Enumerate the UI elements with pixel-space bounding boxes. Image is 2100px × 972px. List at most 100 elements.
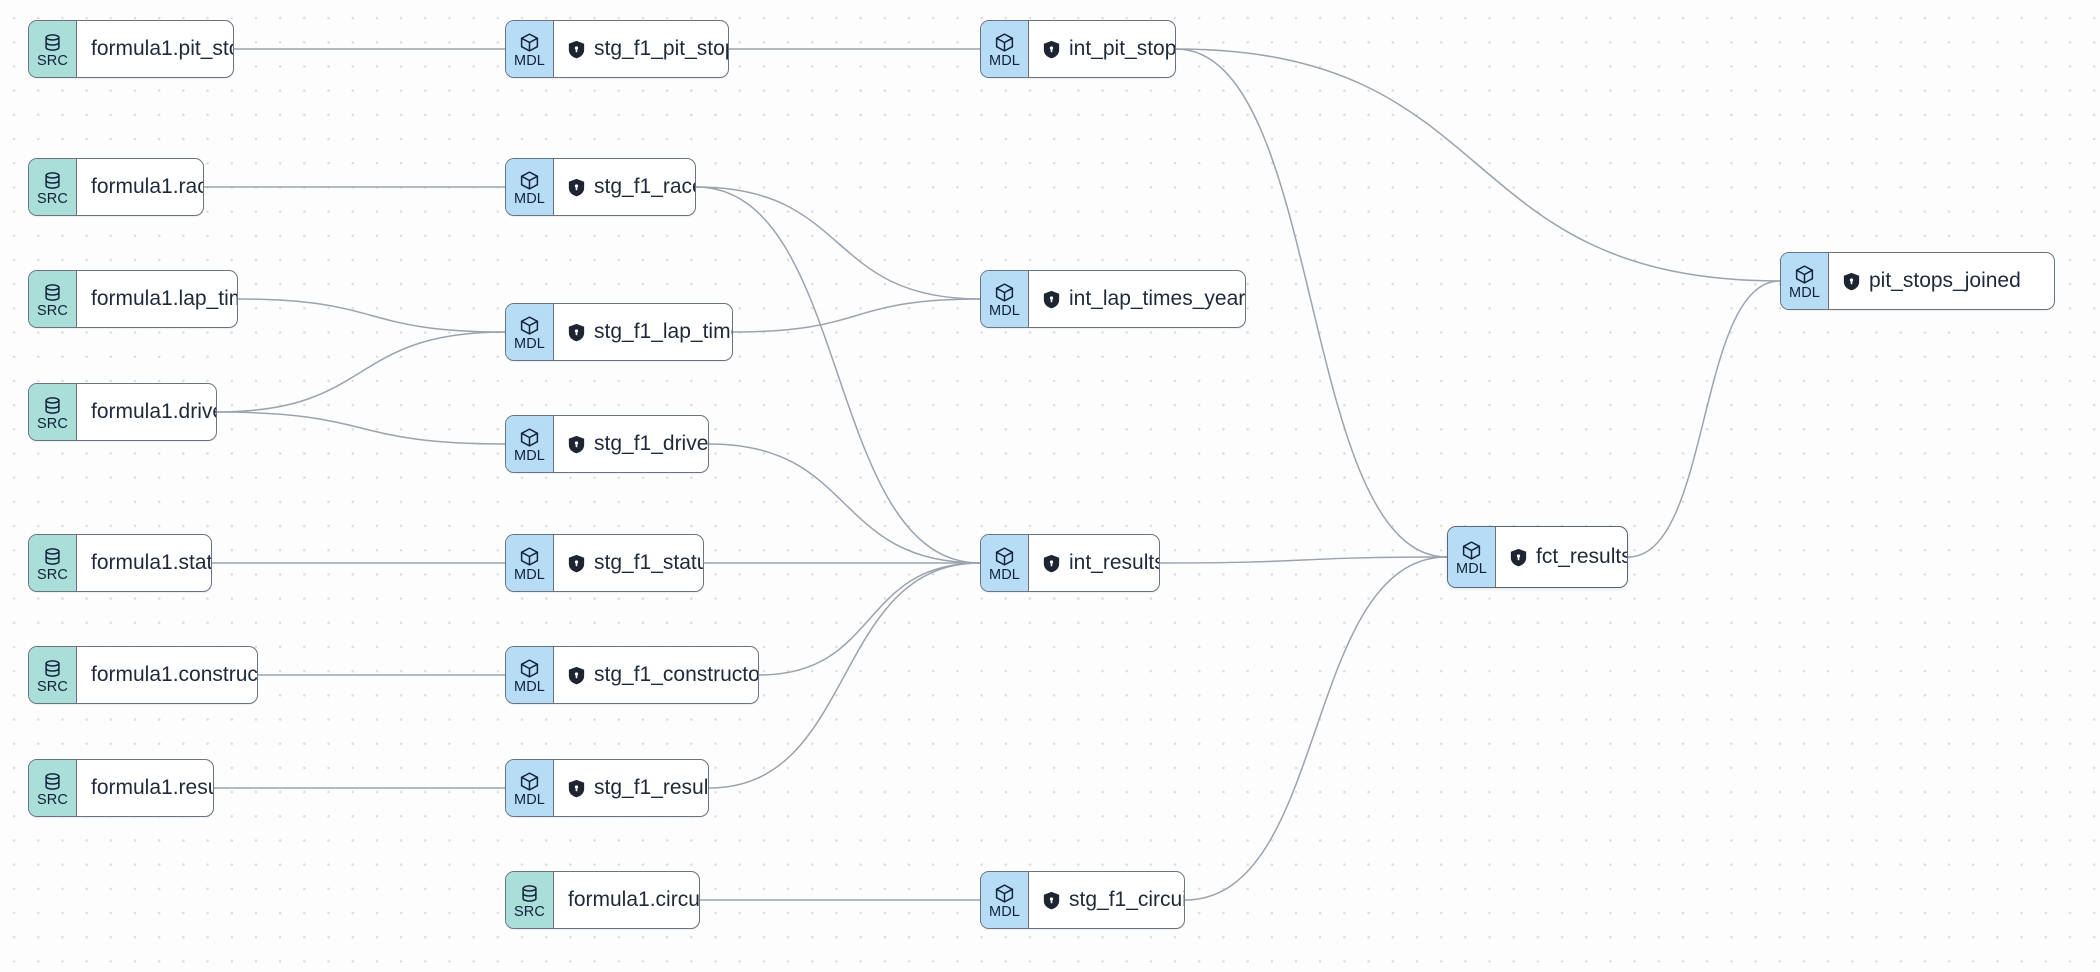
graph-node-stg_pit_stops[interactable]: MDL stg_f1_pit_stops: [505, 20, 729, 78]
graph-node-src_circuits[interactable]: SRC formula1.circuits: [505, 871, 700, 929]
graph-node-int_pit_stops[interactable]: MDL int_pit_stops: [980, 20, 1176, 78]
node-label: stg_f1_circuits: [1069, 888, 1184, 911]
node-kind-label: SRC: [37, 416, 68, 432]
node-kind-label: MDL: [514, 792, 545, 808]
node-kind-label: MDL: [514, 53, 545, 69]
src-badge: SRC: [29, 271, 77, 327]
shield-lock-icon: [568, 178, 585, 197]
node-kind-label: MDL: [989, 53, 1020, 69]
node-body: int_lap_times_years: [1029, 271, 1245, 327]
node-label: stg_f1_pit_stops: [594, 37, 728, 60]
cube-icon: [519, 427, 540, 448]
edge-src_lap_times-to-stg_lap_times: [237, 298, 506, 333]
node-kind-label: SRC: [514, 904, 545, 920]
node-body: pit_stops_joined: [1829, 253, 2054, 309]
node-label: stg_f1_results: [594, 776, 709, 799]
shield-lock-icon: [568, 666, 585, 685]
node-label: formula1.status: [91, 551, 212, 574]
src-badge: SRC: [29, 384, 77, 440]
shield-lock-icon: [568, 554, 585, 573]
src-badge: SRC: [506, 872, 554, 928]
database-icon: [42, 170, 63, 191]
database-icon: [42, 395, 63, 416]
cube-icon: [1461, 540, 1482, 561]
graph-node-stg_lap_times[interactable]: MDL stg_f1_lap_times: [505, 303, 733, 361]
mdl-badge: MDL: [506, 21, 554, 77]
node-body: fct_results: [1496, 527, 1627, 587]
graph-node-stg_status[interactable]: MDL stg_f1_status: [505, 534, 704, 592]
node-body: int_pit_stops: [1029, 21, 1175, 77]
src-badge: SRC: [29, 760, 77, 816]
edge-stg_lap_times-to-int_lap_times: [732, 298, 981, 333]
graph-node-stg_circuits[interactable]: MDL stg_f1_circuits: [980, 871, 1185, 929]
node-label: formula1.drivers: [91, 400, 216, 423]
node-kind-label: SRC: [37, 191, 68, 207]
shield-lock-icon: [568, 40, 585, 59]
mdl-badge: MDL: [506, 647, 554, 703]
src-badge: SRC: [29, 647, 77, 703]
node-body: stg_f1_races: [554, 159, 695, 215]
node-body: formula1.status: [77, 535, 211, 591]
graph-node-src_drivers[interactable]: SRC formula1.drivers: [28, 383, 217, 441]
node-label: formula1.lap_times: [91, 287, 237, 310]
node-body: formula1.lap_times: [77, 271, 237, 327]
mdl-badge: MDL: [1781, 253, 1829, 309]
cube-icon: [994, 883, 1015, 904]
graph-node-src_results[interactable]: SRC formula1.results: [28, 759, 214, 817]
node-kind-label: MDL: [1789, 285, 1820, 301]
cube-icon: [994, 282, 1015, 303]
node-label: int_pit_stops: [1069, 37, 1176, 60]
node-body: int_results: [1029, 535, 1159, 591]
cube-icon: [519, 771, 540, 792]
node-body: formula1.circuits: [554, 872, 699, 928]
node-label: stg_f1_lap_times: [594, 320, 732, 343]
src-badge: SRC: [29, 535, 77, 591]
node-kind-label: MDL: [1456, 561, 1487, 577]
graph-node-fct_results[interactable]: MDL fct_results: [1447, 526, 1628, 588]
node-kind-label: MDL: [989, 904, 1020, 920]
node-kind-label: MDL: [514, 336, 545, 352]
node-body: stg_f1_status: [554, 535, 703, 591]
node-label: stg_f1_constructors: [594, 663, 759, 686]
graph-node-src_lap_times[interactable]: SRC formula1.lap_times: [28, 270, 238, 328]
edge-int_pit_stops-to-pit_stops_joined: [1175, 48, 1781, 282]
edge-stg_drivers-to-int_results: [708, 443, 981, 564]
mdl-badge: MDL: [506, 416, 554, 472]
graph-node-src_status[interactable]: SRC formula1.status: [28, 534, 212, 592]
node-kind-label: MDL: [514, 679, 545, 695]
node-kind-label: MDL: [989, 303, 1020, 319]
node-body: formula1.constructors: [77, 647, 257, 703]
src-badge: SRC: [29, 159, 77, 215]
mdl-badge: MDL: [981, 271, 1029, 327]
cube-icon: [519, 658, 540, 679]
shield-lock-icon: [568, 435, 585, 454]
mdl-badge: MDL: [981, 872, 1029, 928]
graph-node-stg_constructors[interactable]: MDL stg_f1_constructors: [505, 646, 759, 704]
shield-lock-icon: [1043, 554, 1060, 573]
node-label: fct_results: [1536, 545, 1628, 568]
src-badge: SRC: [29, 21, 77, 77]
cube-icon: [519, 170, 540, 191]
graph-node-stg_results[interactable]: MDL stg_f1_results: [505, 759, 709, 817]
node-label: stg_f1_status: [594, 551, 703, 574]
graph-node-pit_stops_joined[interactable]: MDL pit_stops_joined: [1780, 252, 2055, 310]
mdl-badge: MDL: [506, 535, 554, 591]
node-body: formula1.races: [77, 159, 203, 215]
cube-icon: [994, 546, 1015, 567]
node-body: formula1.pit_stops: [77, 21, 233, 77]
shield-lock-icon: [568, 323, 585, 342]
node-label: int_lap_times_years: [1069, 287, 1246, 310]
node-label: formula1.results: [91, 776, 213, 799]
mdl-badge: MDL: [506, 159, 554, 215]
edge-stg_races-to-int_results: [695, 186, 981, 564]
node-body: stg_f1_pit_stops: [554, 21, 728, 77]
graph-node-src_races[interactable]: SRC formula1.races: [28, 158, 204, 216]
graph-node-int_lap_times[interactable]: MDL int_lap_times_years: [980, 270, 1246, 328]
node-kind-label: MDL: [514, 448, 545, 464]
